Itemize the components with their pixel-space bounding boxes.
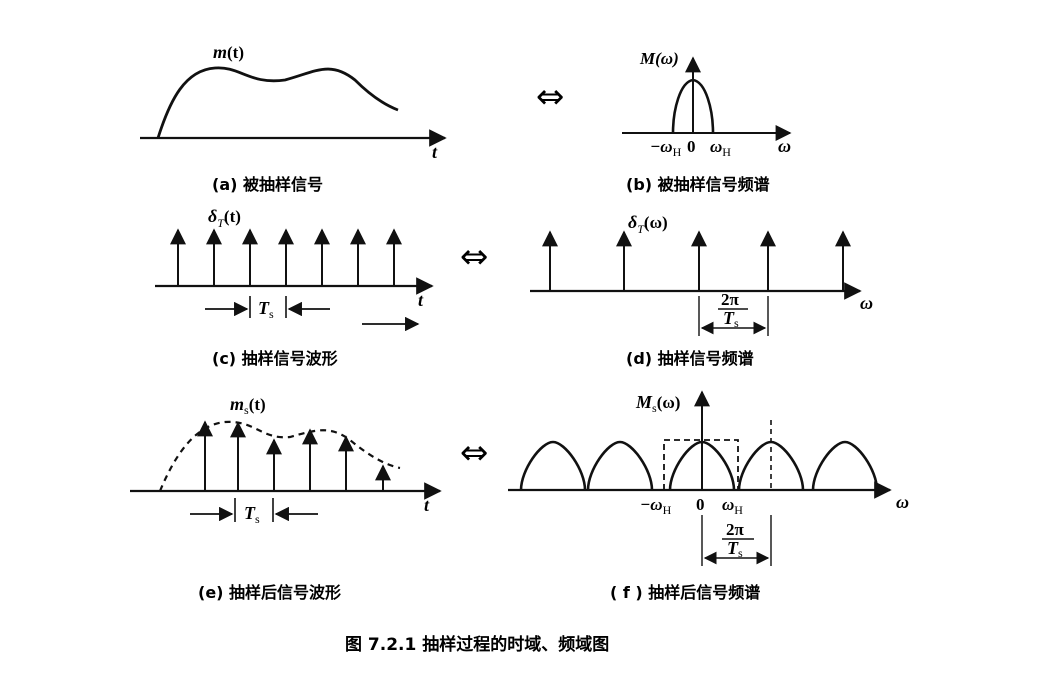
axis-label-t: t [424, 495, 430, 515]
signal-label: m(t) [213, 42, 244, 62]
equiv-symbol-2: ⇔ [460, 237, 489, 277]
tick-zero: 0 [696, 495, 705, 514]
caption-c: (c) 抽样信号波形 [212, 349, 338, 368]
spacing-num: 2π [721, 290, 740, 309]
axis-label-w: ω [860, 293, 873, 313]
signal-label: ms(t) [230, 394, 266, 417]
spacing-den: Ts [723, 308, 739, 330]
impulse-train [542, 230, 851, 291]
signal-label: δT(t) [208, 206, 241, 230]
equiv-symbol-1: ⇔ [536, 77, 565, 117]
signal-label: M(ω) [639, 49, 679, 68]
caption-b: (b) 被抽样信号频谱 [626, 175, 770, 194]
caption-a: (a) 被抽样信号 [212, 175, 323, 194]
tick-neg-wh: −ωH [650, 137, 682, 159]
envelope-dashed [158, 420, 401, 492]
signal-label: δT(ω) [628, 212, 668, 236]
spectrum-replica [668, 440, 736, 491]
lowpass-filter-dashed [663, 439, 739, 490]
replicated-spectra [519, 440, 879, 491]
axis-label-w: ω [778, 136, 791, 156]
sampled-impulses [197, 420, 391, 491]
caption-d: (d) 抽样信号频谱 [626, 349, 754, 368]
spacing-den: Ts [727, 538, 743, 560]
signal-label: Ms(ω) [635, 392, 680, 415]
spectrum-replica [586, 440, 654, 491]
tick-pos-wh: ωH [710, 137, 731, 159]
panel-b: M(ω) −ωH 0 ωH ω (b) 被抽样信号频谱 [622, 49, 792, 194]
axis-label-w: ω [896, 492, 909, 512]
panel-c: δT(t) Ts t (c) 抽样信号波形 [155, 206, 434, 368]
spacing-num: 2π [726, 520, 745, 539]
spectrum-shape [671, 78, 715, 134]
figure-title: 图 7.2.1 抽样过程的时域、频域图 [345, 634, 609, 655]
caption-f: ( f ) 抽样后信号频谱 [610, 583, 760, 602]
tick-neg-wh: −ωH [640, 495, 672, 517]
period-label: Ts [258, 298, 274, 321]
impulse-train [170, 228, 402, 286]
axis-label-t: t [432, 142, 438, 162]
signal-curve [156, 66, 399, 139]
spectrum-replica [519, 440, 587, 491]
panel-f: Ms(ω) −ωH 0 ωH 2π Ts ω ( f ) 抽样后信号频谱 [508, 390, 909, 602]
caption-e: (e) 抽样后信号波形 [198, 583, 341, 602]
equiv-symbol-3: ⇔ [460, 433, 489, 473]
spectrum-replica [811, 440, 879, 491]
panel-d: δT(ω) 2π Ts ω (d) 抽样信号频谱 [530, 212, 873, 368]
tick-zero: 0 [687, 137, 696, 156]
panel-a: m(t) t (a) 被抽样信号 [140, 42, 447, 194]
period-label: Ts [244, 503, 260, 526]
tick-pos-wh: ωH [722, 495, 743, 517]
axis-label-t: t [418, 290, 424, 310]
panel-e: ms(t) Ts t (e) 抽样后信号波形 [130, 394, 442, 602]
